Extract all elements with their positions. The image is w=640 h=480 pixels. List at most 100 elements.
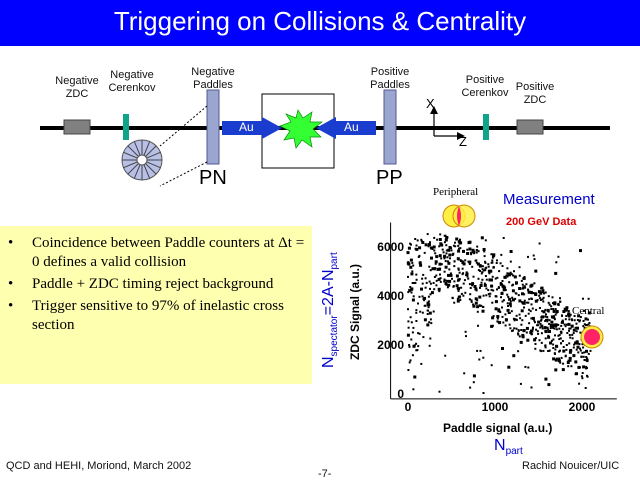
scatter-point [445, 249, 448, 252]
scatter-point [561, 319, 564, 322]
scatter-point [551, 296, 554, 299]
nspectator-sub2: part [329, 252, 341, 270]
scatter-point [415, 311, 418, 314]
scatter-point [407, 275, 409, 278]
scatter-point [561, 368, 565, 372]
peripheral-icon [442, 204, 476, 228]
scatter-point [510, 310, 513, 313]
scatter-point [583, 359, 586, 361]
scatter-point [479, 349, 482, 352]
scatter-point [513, 270, 515, 273]
scatter-point [472, 275, 475, 278]
scatter-point [409, 265, 413, 269]
scatter-point [555, 345, 558, 347]
scatter-point [532, 292, 535, 294]
scatter-point [464, 291, 467, 294]
scatter-point [496, 276, 499, 279]
scatter-point [460, 286, 463, 289]
scatter-point [426, 313, 429, 315]
scatter-point [441, 248, 444, 251]
scatter-point [567, 359, 570, 362]
scatter-point [481, 265, 484, 268]
projection-line-bottom [159, 161, 208, 187]
scatter-point [461, 261, 465, 265]
scatter-point [557, 302, 560, 305]
scatter-point [509, 250, 513, 253]
bullet-text: Trigger sensitive to 97% of inelastic cr… [32, 298, 284, 333]
scatter-point [557, 359, 561, 363]
scatter-point [424, 243, 428, 247]
scatter-point [580, 355, 583, 358]
scatter-point [564, 308, 568, 312]
positive-paddle [383, 89, 397, 165]
scatter-point [478, 295, 482, 299]
scatter-point [546, 320, 549, 323]
scatter-point [586, 374, 588, 377]
scatter-point [496, 317, 499, 320]
scatter-point [576, 319, 579, 321]
scatter-point [507, 305, 509, 307]
scatter-point [448, 246, 452, 249]
footer-page-number: -7- [318, 468, 332, 480]
scatter-point [521, 335, 525, 339]
scatter-point [421, 295, 424, 298]
scatter-point [476, 310, 479, 313]
scatter-point [414, 281, 417, 284]
scatter-point [438, 290, 441, 293]
scatter-point [541, 290, 545, 293]
scatter-point [469, 251, 472, 254]
scatter-point [498, 270, 501, 273]
scatter-point [501, 315, 504, 318]
scatter-point [411, 354, 414, 357]
scatter-point [506, 293, 509, 296]
scatter-point [411, 331, 414, 334]
scatter-point [531, 316, 535, 320]
scatter-point [554, 323, 558, 327]
scatter-point [548, 349, 551, 352]
scatter-point [407, 246, 411, 250]
scatter-point [424, 286, 427, 289]
scatter-point [457, 289, 460, 292]
wheel-spoke [145, 163, 157, 175]
scatter-point [456, 299, 460, 303]
scatter-point [464, 330, 467, 333]
scatter-point [461, 267, 464, 270]
bullet-text: Coincidence between Paddle counters at Δ… [32, 235, 305, 270]
scatter-point [518, 313, 521, 316]
scatter-point [512, 283, 515, 286]
scatter-point [572, 332, 575, 335]
scatter-point [540, 287, 543, 290]
scatter-point [481, 309, 485, 313]
scatter-point [497, 320, 500, 323]
scatter-point [561, 340, 564, 342]
scatter-point [517, 329, 520, 332]
scatter-point [538, 339, 541, 342]
scatter-point [413, 375, 417, 379]
scatter-point [485, 294, 488, 297]
scatter-point [509, 300, 512, 303]
scatter-point [440, 257, 443, 260]
scatter-point [568, 334, 571, 336]
scatter-point [548, 319, 551, 322]
scatter-point [482, 269, 485, 272]
scatter-point [429, 269, 432, 272]
scatter-point [578, 320, 581, 323]
scatter-point [484, 275, 487, 277]
scatter-point [587, 323, 590, 326]
scatter-point [480, 236, 484, 240]
scatter-point [415, 247, 419, 251]
scatter-point [430, 291, 434, 295]
scatter-point [515, 327, 518, 330]
scatter-point [541, 315, 545, 319]
scatter-point [514, 297, 517, 300]
scatter-point [574, 373, 577, 376]
scatter-point [579, 349, 582, 352]
scatter-point [410, 321, 413, 324]
scatter-point [508, 273, 511, 277]
scatter-point [522, 287, 525, 290]
scatter-point [537, 324, 540, 327]
x-tick-label: 0 [405, 400, 412, 414]
scatter-point [422, 273, 425, 276]
scatter-point [453, 301, 456, 304]
scatter-point [537, 290, 541, 294]
